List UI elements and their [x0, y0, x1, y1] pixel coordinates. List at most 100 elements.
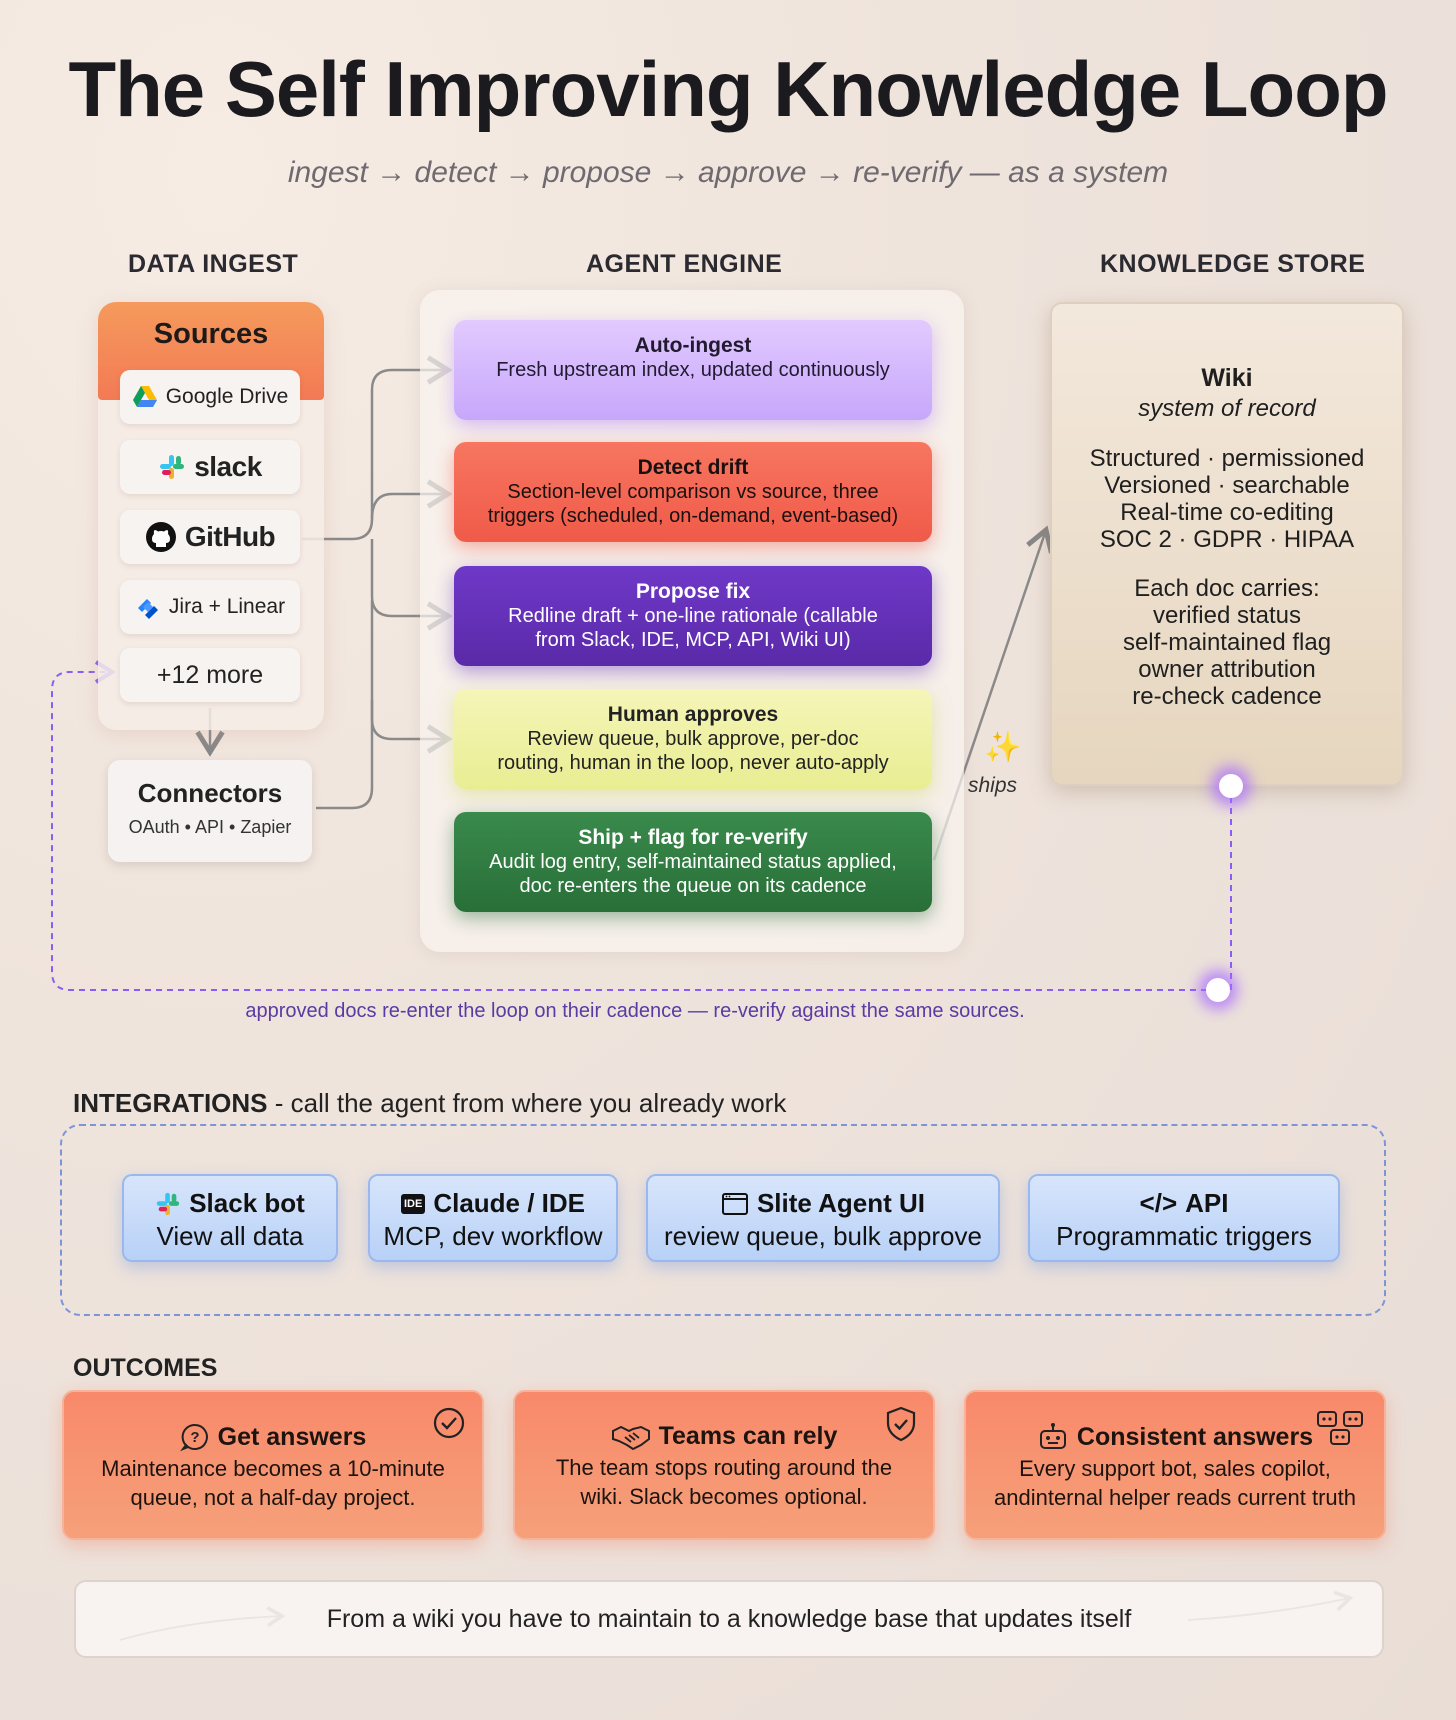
window-icon	[721, 1192, 748, 1215]
outcome-desc-line-1: The team stops routing around the	[555, 1455, 893, 1480]
step-desc-line-2: doc re-enters the queue on its cadence	[519, 875, 867, 897]
connectors-title: Connectors	[137, 778, 283, 808]
source-label: Jira + Linear	[168, 595, 286, 618]
step-propose-fix[interactable]: Propose fix Redline draft + one-line rat…	[454, 566, 932, 666]
wiki-carries-item: owner attribution	[1138, 656, 1316, 683]
outcome-desc-line-1: Maintenance becomes a 10-minute	[101, 1456, 445, 1481]
step-title: Propose fix	[635, 580, 751, 603]
step-title: Human approves	[607, 703, 779, 726]
loop-glow-node-bottom	[1206, 978, 1230, 1002]
outcome-teams-can-rely[interactable]: Teams can rely The team stops routing ar…	[513, 1390, 935, 1540]
integration-title: Slack bot	[189, 1188, 305, 1218]
column-heading-agent-engine: AGENT ENGINE	[586, 250, 783, 278]
svg-text:?: ?	[190, 1429, 199, 1446]
shield-check-icon	[886, 1406, 916, 1442]
source-jira-linear[interactable]: Jira + Linear	[120, 580, 300, 634]
integrations-heading-rest: - call the agent from where you already …	[267, 1088, 787, 1118]
connectors-box[interactable]: Connectors OAuth • API • Zapier	[108, 760, 312, 862]
source-more[interactable]: +12 more	[120, 648, 300, 702]
step-ship-flag[interactable]: Ship + flag for re-verify Audit log entr…	[454, 812, 932, 912]
source-label: slack	[194, 451, 262, 482]
slack-icon	[160, 455, 185, 479]
integrations-heading: INTEGRATIONS - call the agent from where…	[73, 1088, 786, 1119]
integration-slack-bot[interactable]: Slack bot View all data	[122, 1174, 338, 1262]
outcome-desc-line-2: wiki. Slack becomes optional.	[580, 1484, 868, 1509]
step-desc: Fresh upstream index, updated continuous…	[496, 359, 890, 381]
source-github[interactable]: GitHub	[120, 510, 300, 564]
wiki-carries-item: re-check cadence	[1132, 683, 1322, 710]
column-heading-data-ingest: DATA INGEST	[128, 250, 299, 278]
ide-icon: IDE	[400, 1193, 426, 1214]
check-circle-icon	[433, 1407, 465, 1439]
integration-api[interactable]: </> API Programmatic triggers	[1028, 1174, 1340, 1262]
wiki-title: Wiki	[1201, 364, 1253, 392]
source-label: GitHub	[184, 521, 276, 552]
loop-glow-node-top	[1219, 774, 1243, 798]
integration-desc: View all data	[156, 1221, 304, 1251]
wiki-carries-title: Each doc carries:	[1134, 575, 1320, 602]
integration-title: API	[1185, 1188, 1229, 1218]
source-google-drive[interactable]: Google Drive	[120, 370, 300, 424]
wiki-feature: Structured · permissioned	[1089, 445, 1365, 472]
page-subtitle: ingest → detect → propose → approve → re…	[287, 156, 1169, 189]
source-label: +12 more	[156, 660, 264, 689]
step-desc-line-1: Review queue, bulk approve, per-doc	[527, 728, 859, 750]
code-icon: </>	[1139, 1188, 1178, 1218]
wiki-carries-item: self-maintained flag	[1122, 629, 1332, 656]
outcome-get-answers[interactable]: ? Get answers Maintenance becomes a 10-m…	[62, 1390, 484, 1540]
question-bubble-icon: ?	[179, 1423, 208, 1452]
step-desc-line-2: routing, human in the loop, never auto-a…	[497, 752, 889, 774]
integrations-box	[60, 1124, 1386, 1316]
outcomes-heading: OUTCOMES	[73, 1354, 218, 1382]
handshake-icon	[611, 1425, 650, 1450]
source-slack[interactable]: slack	[120, 440, 300, 494]
integration-claude-ide[interactable]: IDE Claude / IDE MCP, dev workflow	[368, 1174, 618, 1262]
bots-icon	[1317, 1411, 1363, 1445]
outcome-consistent-answers[interactable]: Consistent answers Every support bot, sa…	[964, 1390, 1386, 1540]
wiki-feature: SOC 2 · GDPR · HIPAA	[1099, 526, 1355, 553]
wiki-card[interactable]: Wiki system of record Structured · permi…	[1050, 302, 1404, 786]
footer-text: From a wiki you have to maintain to a kn…	[326, 1604, 1132, 1633]
outcome-title: Get answers	[217, 1422, 367, 1451]
wiki-feature: Versioned · searchable	[1104, 472, 1350, 499]
step-desc-line-2: from Slack, IDE, MCP, API, Wiki UI)	[535, 629, 851, 651]
step-title: Ship + flag for re-verify	[578, 826, 808, 849]
outcome-desc-line-2: andinternal helper reads current truth	[994, 1485, 1356, 1510]
integration-desc: Programmatic triggers	[1056, 1221, 1312, 1251]
google-drive-icon	[132, 386, 157, 407]
jira-icon	[137, 599, 158, 619]
outcome-desc-line-1: Every support bot, sales copilot,	[1019, 1456, 1331, 1481]
step-desc-line-1: Section-level comparison vs source, thre…	[507, 481, 879, 503]
step-title: Detect drift	[637, 456, 749, 479]
connectors-subtitle: OAuth • API • Zapier	[128, 817, 292, 837]
step-desc-line-1: Audit log entry, self-maintained status …	[489, 851, 897, 873]
step-desc-line-1: Redline draft + one-line rationale (call…	[508, 605, 878, 627]
footer-banner: From a wiki you have to maintain to a kn…	[74, 1580, 1384, 1658]
outcome-title: Teams can rely	[658, 1422, 838, 1450]
step-title: Auto-ingest	[634, 334, 752, 357]
slack-icon	[157, 1192, 180, 1215]
step-desc-line-2: triggers (scheduled, on-demand, event-ba…	[487, 505, 899, 527]
wiki-carries-item: verified status	[1152, 602, 1302, 629]
step-auto-ingest[interactable]: Auto-ingest Fresh upstream index, update…	[454, 320, 932, 420]
sparkle-icon: ✨	[984, 731, 1022, 764]
source-label: Google Drive	[165, 385, 289, 408]
step-detect-drift[interactable]: Detect drift Section-level comparison vs…	[454, 442, 932, 542]
outcome-title: Consistent answers	[1076, 1422, 1314, 1451]
ships-label: ships	[968, 774, 1018, 797]
wiki-subtitle: system of record	[1138, 395, 1316, 422]
integration-desc: review queue, bulk approve	[664, 1221, 982, 1251]
outcome-desc-line-2: queue, not a half-day project.	[130, 1485, 416, 1510]
integration-desc: MCP, dev workflow	[383, 1221, 603, 1251]
integration-title: Claude / IDE	[433, 1188, 586, 1218]
integrations-heading-bold: INTEGRATIONS	[73, 1088, 268, 1118]
column-heading-knowledge-store: KNOWLEDGE STORE	[1100, 250, 1366, 278]
integration-slite-agent-ui[interactable]: Slite Agent UI review queue, bulk approv…	[646, 1174, 1000, 1262]
github-icon	[145, 522, 176, 552]
robot-icon	[1039, 1423, 1066, 1449]
loop-note: approved docs re-enter the loop on their…	[245, 1000, 1025, 1022]
integration-title: Slite Agent UI	[756, 1188, 926, 1218]
page-title: The Self Improving Knowledge Loop	[68, 45, 1388, 133]
wiki-feature: Real-time co-editing	[1120, 499, 1334, 526]
step-human-approves[interactable]: Human approves Review queue, bulk approv…	[454, 689, 932, 789]
